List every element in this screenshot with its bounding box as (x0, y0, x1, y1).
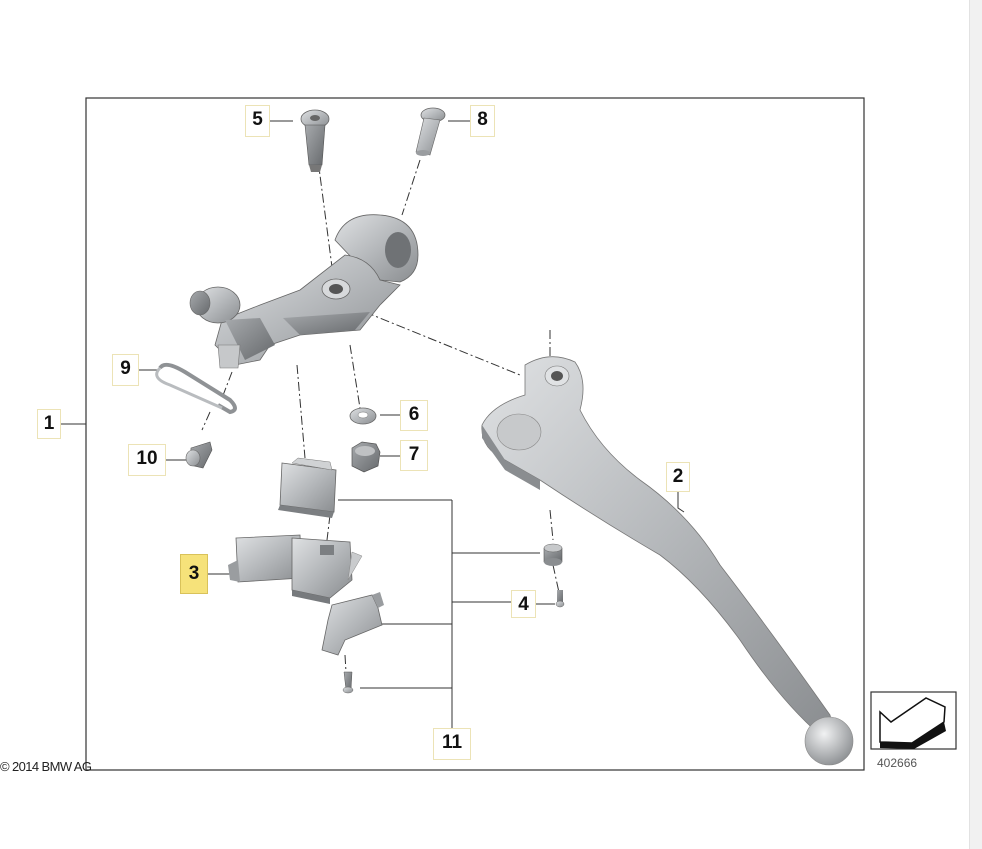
lever-bracket[interactable] (189, 214, 419, 369)
copyright-text: © 2014 BMW AG (0, 759, 92, 774)
callout-10[interactable]: 10 (128, 444, 166, 476)
part-9-clip[interactable] (155, 362, 237, 415)
callout-7[interactable]: 7 (400, 440, 428, 471)
part-2-lever[interactable] (481, 356, 854, 766)
part-11-cover[interactable] (278, 457, 337, 518)
diagram-frame (85, 97, 865, 771)
part-10-screw[interactable] (185, 441, 213, 469)
view-arrow-icon[interactable] (870, 691, 957, 750)
part-6-washer[interactable] (349, 407, 377, 425)
callout-9[interactable]: 9 (112, 354, 139, 386)
callout-6[interactable]: 6 (400, 400, 428, 431)
leader-lines (61, 120, 685, 728)
scrollbar[interactable] (969, 0, 982, 849)
callout-8[interactable]: 8 (470, 105, 495, 137)
callout-4[interactable]: 4 (511, 590, 536, 618)
callout-3[interactable]: 3 (180, 554, 208, 594)
part-7-nut[interactable] (351, 441, 381, 473)
callout-5[interactable]: 5 (245, 105, 270, 137)
part-4-bushing[interactable] (543, 543, 563, 566)
part-11-plate[interactable] (321, 592, 384, 656)
drawing-number: 402666 (877, 756, 917, 770)
callout-2[interactable]: 2 (666, 462, 690, 492)
part-5-screw[interactable] (300, 109, 330, 172)
part-8-pin[interactable] (415, 107, 446, 156)
part-11-screw[interactable] (342, 671, 354, 694)
part-3-switch[interactable] (228, 534, 363, 604)
part-4-screw[interactable] (555, 590, 565, 608)
callout-11[interactable]: 11 (433, 728, 471, 760)
callout-1[interactable]: 1 (37, 409, 61, 439)
